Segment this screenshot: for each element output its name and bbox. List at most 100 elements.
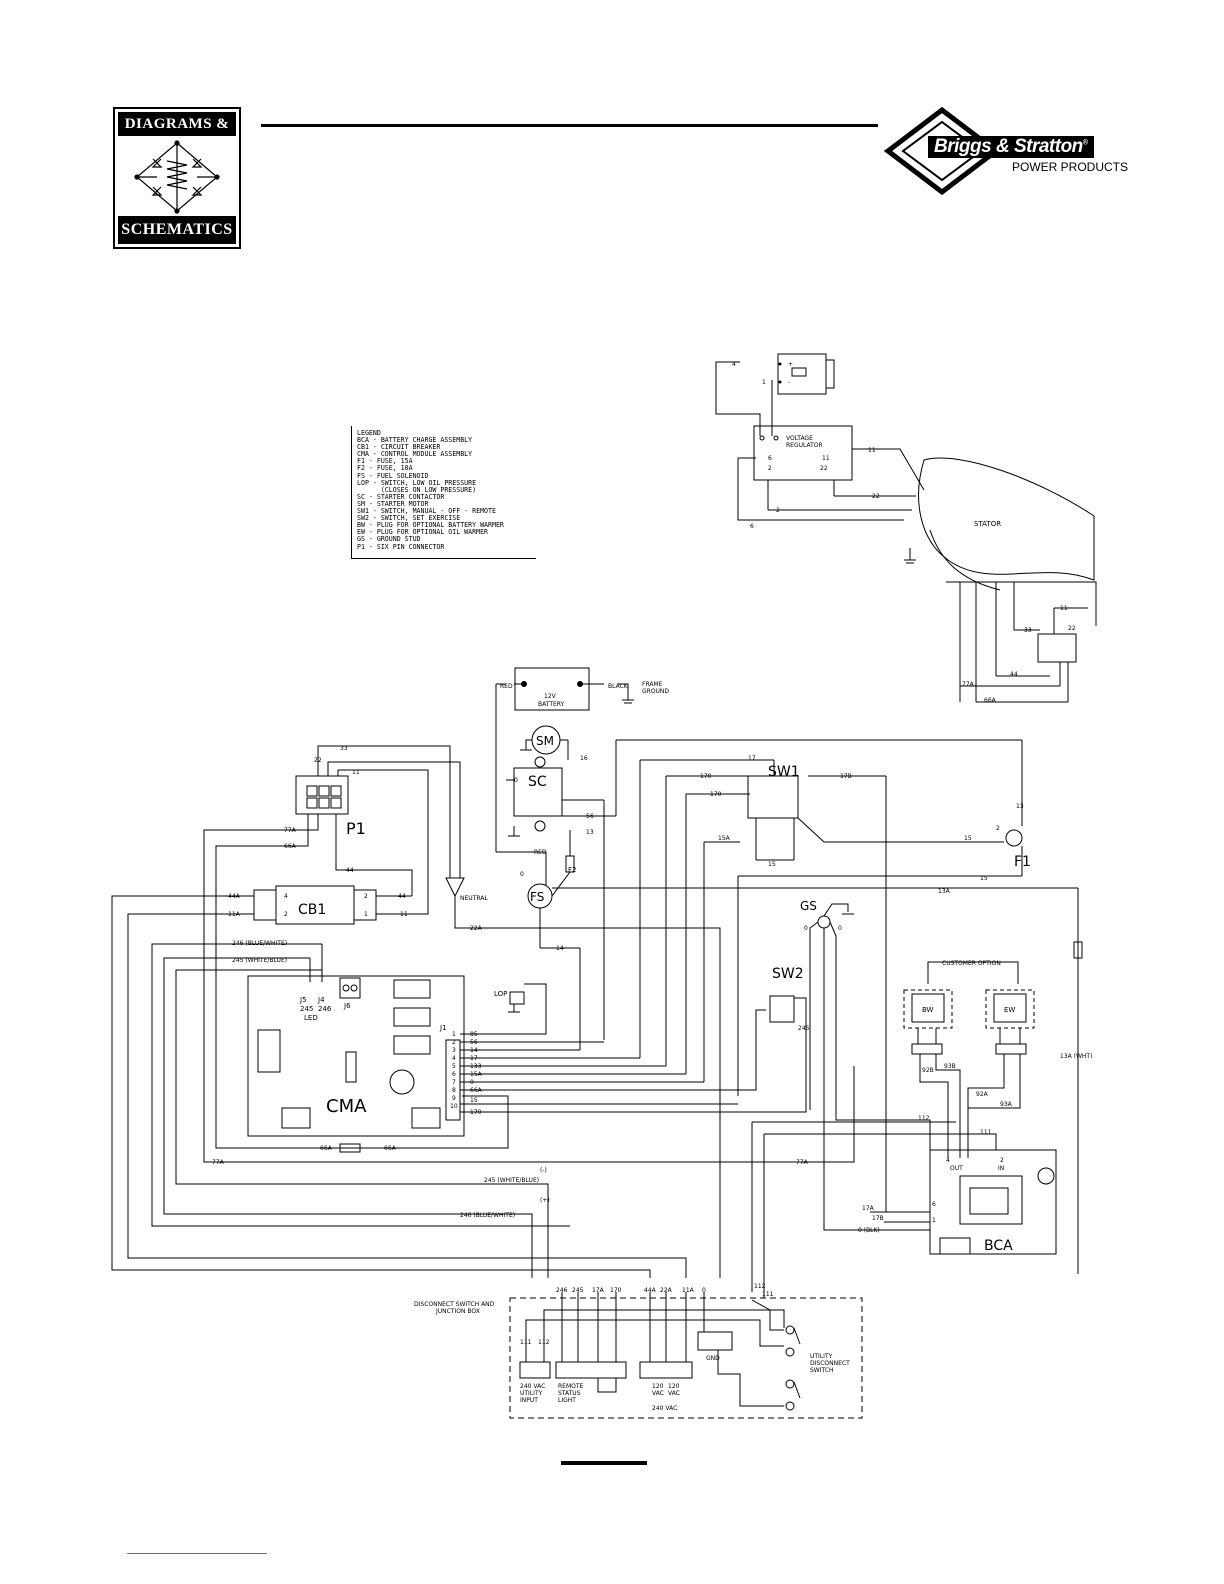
uds-label-2: DISCONNECT (810, 1360, 850, 1367)
pin-wire: 15A (470, 1071, 483, 1078)
logo-title-bottom: SCHEMATICS (118, 216, 236, 244)
legend-line: BW - PLUG FOR OPTIONAL BATTERY WARMER (357, 521, 504, 530)
legend-line: (CLOSES ON LOW PRESSURE) (357, 485, 477, 494)
wire-label: 1 (932, 1217, 936, 1224)
wire-label: 1 (762, 379, 766, 386)
wire-label: 93A (1000, 1101, 1013, 1108)
sm-label: SM (536, 734, 554, 748)
v120a-label-2: VAC (652, 1390, 664, 1397)
fuse-f1 (1005, 829, 1023, 847)
wire-label: 13 (586, 829, 594, 836)
lop-label: LOP (494, 990, 507, 998)
wire-label: 111 (762, 1291, 774, 1298)
wire-label: 33 (340, 745, 348, 752)
cma-66a-link (339, 1143, 361, 1153)
t240-label-1: 240 VAC (520, 1383, 545, 1390)
wire-label: 11A (228, 911, 241, 918)
lop-switch (509, 991, 525, 1005)
wire-label: 44A (644, 1287, 657, 1294)
remote-label-1: REMOTE (558, 1383, 584, 1390)
wire-label: 111 (520, 1339, 532, 1346)
t240-label-2: UTILITY (520, 1390, 543, 1397)
wire-label: 22 (314, 757, 322, 764)
vr-label-2: REGULATOR (786, 442, 823, 449)
starter-contactor (513, 767, 563, 817)
wire-label: 0 (804, 925, 808, 932)
wire-number-labels: 4 1 6 2 11 22 11 22 2 6 33 22 11 44 77A … (212, 361, 1076, 1346)
wire-label: 15 (980, 875, 988, 882)
wire-13a-wht-label: 13A (WHT) (1060, 1053, 1092, 1060)
diagrams-schematics-logo: DIAGRAMS & SCHEMATICS (113, 107, 241, 249)
wire-0-blk-label: 0 (BLK) (858, 1227, 880, 1234)
wire-label: 245 (572, 1287, 584, 1294)
wire-label: 11 (868, 447, 876, 454)
battery-label-1: 12V (544, 693, 557, 700)
wire-label: 56 (586, 813, 594, 820)
wire-label: 14 (556, 945, 564, 952)
wire-label: 170 (710, 791, 722, 798)
wire-label: 6 (932, 1201, 936, 1208)
pin-wire: 133 (470, 1063, 482, 1070)
legend-line: F2 - FUSE, 10A (357, 464, 413, 473)
wire-label: 0 (838, 925, 842, 932)
legend-line: FS - FUEL SOLENOID (357, 471, 429, 480)
wire-label: 92B (922, 1067, 934, 1074)
v240-label: 240 VAC (652, 1405, 677, 1412)
wire-label: 44 (398, 893, 406, 900)
remote-label-3: LIGHT (558, 1397, 576, 1404)
j5-wire: 245 (300, 1005, 313, 1013)
wire-label: 6 (768, 455, 772, 462)
wire-label: 11 (352, 769, 360, 776)
wire-label: 111 (980, 1129, 992, 1136)
uds-label-3: SWITCH (810, 1367, 834, 1374)
cma-connector-j1 (445, 1039, 461, 1121)
minus-label: - (788, 379, 790, 386)
legend-box: LEGEND BCA - BATTERY CHARGE ASSEMBLY CB1… (351, 426, 536, 559)
bca-plus-label: (+) (540, 1197, 550, 1204)
battery-box (514, 667, 590, 711)
t240-label-3: INPUT (520, 1397, 538, 1404)
legend-line: SW2 - SWITCH, SET EXERCISE (357, 514, 461, 523)
wire-label: 2 (776, 507, 780, 514)
stator-connector (1037, 633, 1077, 663)
aux-plug-end (825, 359, 835, 389)
wire-label: 77A (212, 1159, 225, 1166)
legend-line: LEGEND (357, 429, 381, 437)
wire-label: 93B (944, 1063, 956, 1070)
wire-label: 66A (384, 1145, 397, 1152)
wire-label: 17B (872, 1215, 884, 1222)
bca-minus-label: (-) (540, 1167, 547, 1174)
wire-label: 33 (1024, 627, 1032, 634)
remote-label-2: STATUS (558, 1390, 581, 1397)
pin-number: 3 (452, 1047, 456, 1054)
pin-number: 8 (452, 1087, 456, 1094)
legend-line: GS - GROUND STUD (357, 535, 421, 544)
legend-line: F1 - FUSE, 15A (357, 457, 413, 466)
frame-ground-2: GROUND (642, 688, 669, 695)
wire-label: 2 (364, 893, 368, 900)
pin-wire: 0 (470, 1079, 474, 1086)
footer-rule (127, 1553, 267, 1554)
schematic-symbol-icon (134, 140, 220, 214)
sw1-label: SW1 (768, 764, 800, 780)
pin-number: 1 (452, 1031, 456, 1038)
j4-wire: 246 (318, 1005, 332, 1013)
wire-label: 22 (872, 493, 880, 500)
brand-subtitle: POWER PRODUCTS (1012, 160, 1129, 174)
wire-label: 1 (364, 911, 368, 918)
frame-ground-1: FRAME (642, 681, 663, 688)
voltage-regulator-box (753, 425, 853, 481)
wire-246-label-2: 246 (BLUE/WHITE) (460, 1212, 515, 1219)
j1-label: J1 (439, 1024, 447, 1032)
wire-label: 11 (400, 911, 408, 918)
wire-label: 0 (520, 871, 524, 878)
fs-label: FS (530, 890, 544, 904)
neutral-label: NEUTRAL (460, 895, 488, 902)
wire-label: 4 (284, 893, 288, 900)
wire-label: 170 (700, 773, 712, 780)
wire-label: 2 (284, 911, 288, 918)
out-label: OUT (950, 1165, 963, 1172)
pin-number: 4 (452, 1055, 456, 1062)
briggs-stratton-logo (884, 106, 1094, 196)
